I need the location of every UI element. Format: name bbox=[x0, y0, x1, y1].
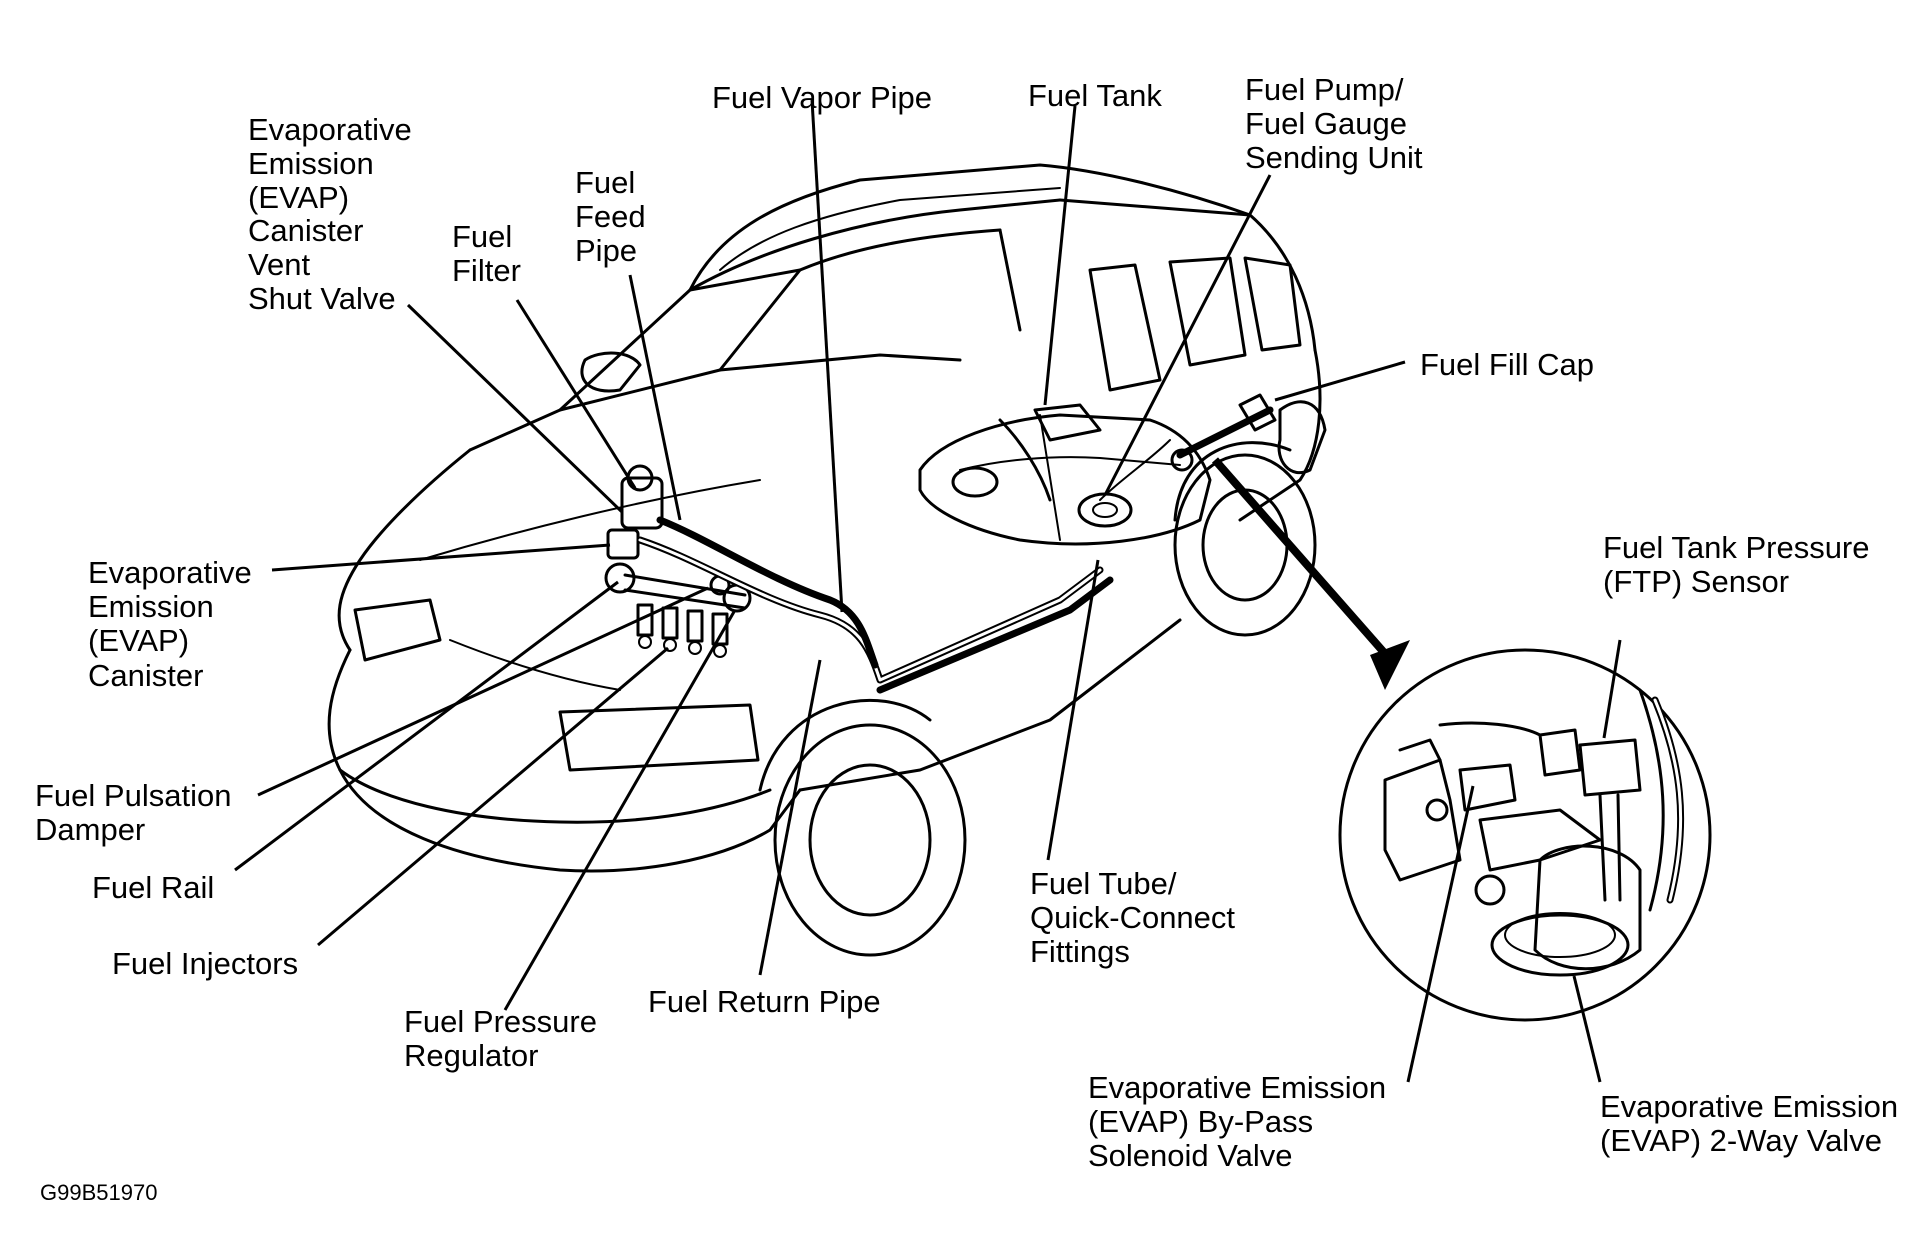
svg-text:Fuel Injectors: Fuel Injectors bbox=[112, 946, 298, 981]
svg-text:Fuel Tube/: Fuel Tube/ bbox=[1030, 866, 1177, 901]
svg-text:Quick-Connect: Quick-Connect bbox=[1030, 900, 1235, 935]
figure-code: G99B51970 bbox=[40, 1180, 157, 1205]
label-fuel-tank: Fuel Tank bbox=[1028, 78, 1162, 113]
label-fuel-pressure-regulator: Fuel Pressure Regulator bbox=[404, 1004, 597, 1073]
svg-text:Pipe: Pipe bbox=[575, 233, 637, 268]
label-evap-canister: Evaporative Emission (EVAP) Canister bbox=[88, 555, 252, 693]
svg-text:Fuel Pressure: Fuel Pressure bbox=[404, 1004, 597, 1039]
svg-text:Fuel Tank Pressure: Fuel Tank Pressure bbox=[1603, 530, 1870, 565]
svg-text:Fuel: Fuel bbox=[575, 165, 635, 200]
svg-text:Feed: Feed bbox=[575, 199, 646, 234]
svg-text:Shut Valve: Shut Valve bbox=[248, 281, 396, 316]
svg-text:Evaporative: Evaporative bbox=[88, 555, 252, 590]
svg-text:Canister: Canister bbox=[88, 658, 203, 693]
svg-text:Fuel Rail: Fuel Rail bbox=[92, 870, 214, 905]
label-fuel-pulsation-damper: Fuel Pulsation Damper bbox=[35, 778, 231, 847]
detail-arrow bbox=[1211, 457, 1410, 690]
svg-text:(EVAP) 2-Way Valve: (EVAP) 2-Way Valve bbox=[1600, 1123, 1882, 1158]
svg-text:Filter: Filter bbox=[452, 253, 521, 288]
label-evap-canister-vent-shut-valve: Evaporative Emission (EVAP) Canister Ven… bbox=[248, 112, 412, 316]
label-fuel-return-pipe: Fuel Return Pipe bbox=[648, 984, 881, 1019]
label-fuel-feed-pipe: Fuel Feed Pipe bbox=[575, 165, 646, 268]
label-fuel-injectors: Fuel Injectors bbox=[112, 946, 298, 981]
svg-text:(EVAP): (EVAP) bbox=[88, 623, 189, 658]
svg-text:Damper: Damper bbox=[35, 812, 145, 847]
svg-text:Fuel Return Pipe: Fuel Return Pipe bbox=[648, 984, 881, 1019]
vehicle-illustration bbox=[327, 163, 1327, 957]
svg-text:Regulator: Regulator bbox=[404, 1038, 538, 1073]
label-fuel-pump-gauge-sending-unit: Fuel Pump/ Fuel Gauge Sending Unit bbox=[1245, 72, 1423, 175]
svg-text:Emission: Emission bbox=[248, 146, 374, 181]
label-evap-2way-valve: Evaporative Emission (EVAP) 2-Way Valve bbox=[1600, 1089, 1898, 1158]
label-evap-bypass-solenoid-valve: Evaporative Emission (EVAP) By-Pass Sole… bbox=[1088, 1070, 1386, 1173]
svg-text:Fuel Tank: Fuel Tank bbox=[1028, 78, 1162, 113]
label-fuel-rail: Fuel Rail bbox=[92, 870, 214, 905]
svg-text:Fuel Pulsation: Fuel Pulsation bbox=[35, 778, 231, 813]
label-fuel-tube-quick-connect-fittings: Fuel Tube/ Quick-Connect Fittings bbox=[1030, 866, 1235, 969]
svg-text:Fuel Pump/: Fuel Pump/ bbox=[1245, 72, 1404, 107]
detail-inset bbox=[1338, 648, 1712, 1022]
svg-text:(FTP) Sensor: (FTP) Sensor bbox=[1603, 564, 1789, 599]
svg-text:Evaporative Emission: Evaporative Emission bbox=[1600, 1089, 1898, 1124]
svg-text:Canister: Canister bbox=[248, 213, 363, 248]
svg-text:Evaporative Emission: Evaporative Emission bbox=[1088, 1070, 1386, 1105]
svg-text:Sending Unit: Sending Unit bbox=[1245, 140, 1423, 175]
svg-text:Emission: Emission bbox=[88, 589, 214, 624]
svg-text:Fuel Gauge: Fuel Gauge bbox=[1245, 106, 1407, 141]
svg-text:(EVAP) By-Pass: (EVAP) By-Pass bbox=[1088, 1104, 1313, 1139]
svg-text:Vent: Vent bbox=[248, 247, 310, 282]
svg-text:Fuel Vapor Pipe: Fuel Vapor Pipe bbox=[712, 80, 932, 115]
label-fuel-filter: Fuel Filter bbox=[452, 219, 521, 288]
svg-text:Fittings: Fittings bbox=[1030, 934, 1130, 969]
svg-text:Fuel: Fuel bbox=[452, 219, 512, 254]
leader-lines bbox=[234, 99, 1622, 1083]
svg-text:Solenoid Valve: Solenoid Valve bbox=[1088, 1138, 1293, 1173]
label-fuel-fill-cap: Fuel Fill Cap bbox=[1420, 347, 1594, 382]
svg-text:Fuel Fill Cap: Fuel Fill Cap bbox=[1420, 347, 1594, 382]
label-ftp-sensor: Fuel Tank Pressure (FTP) Sensor bbox=[1603, 530, 1870, 599]
svg-text:Evaporative: Evaporative bbox=[248, 112, 412, 147]
svg-text:(EVAP): (EVAP) bbox=[248, 180, 349, 215]
label-fuel-vapor-pipe: Fuel Vapor Pipe bbox=[712, 80, 932, 115]
